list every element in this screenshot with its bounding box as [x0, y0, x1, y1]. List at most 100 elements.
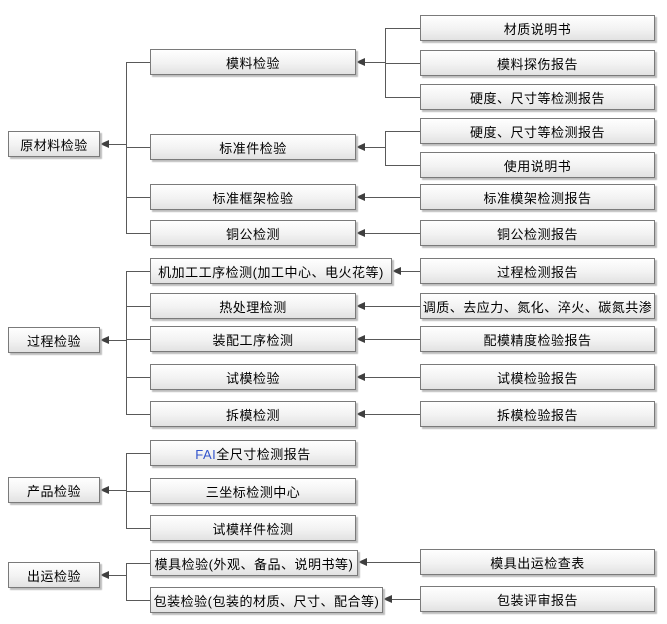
- connector-line: [126, 453, 150, 454]
- node-label: 包装评审报告: [496, 592, 578, 608]
- node-label: 铜公检测报告: [496, 226, 578, 242]
- hardness-dimension-report-2: 硬度、尺寸等检测报告: [420, 118, 655, 144]
- connector-line: [109, 144, 126, 145]
- standard-parts-inspection: 标准件检验: [150, 134, 356, 160]
- connector-line: [126, 563, 150, 564]
- arrowhead-icon: [356, 410, 365, 418]
- node-label: 原材料检验: [20, 137, 88, 153]
- mold-material-flaw-report: 模料探伤报告: [420, 50, 655, 76]
- node-label: 过程检测报告: [496, 264, 578, 280]
- node-label: 标准件检验: [219, 140, 287, 156]
- arrowhead-icon: [356, 335, 365, 343]
- standard-frame-inspection: 标准框架检验: [150, 184, 356, 210]
- packing-review-report: 包装评审报告: [420, 586, 655, 612]
- arrowhead-icon: [356, 229, 365, 237]
- node-label: 热处理检测: [219, 299, 287, 315]
- assembly-process-inspection: 装配工序检测: [150, 326, 356, 352]
- connector-line: [126, 233, 150, 234]
- packing-inspection: 包装检验(包装的材质、尺寸、配合等): [150, 587, 383, 613]
- node-label: 标准框架检验: [212, 190, 294, 206]
- node-label: 过程检验: [26, 333, 81, 349]
- arrowhead-icon: [100, 140, 109, 148]
- process-test-report: 过程检测报告: [420, 258, 655, 284]
- arrowhead-icon: [356, 302, 365, 310]
- connector-line: [401, 271, 420, 272]
- node-label: 标准模架检测报告: [483, 190, 592, 206]
- connector-line: [126, 306, 150, 307]
- arrowhead-icon: [358, 558, 367, 566]
- arrowhead-icon: [356, 373, 365, 381]
- node-label: 配模精度检验报告: [483, 332, 592, 348]
- node-label-accent: FAI: [195, 446, 217, 462]
- node-label: 试模检验: [225, 370, 280, 386]
- arrowhead-icon: [100, 336, 109, 344]
- connector-line: [385, 131, 420, 132]
- connector-line: [126, 147, 150, 148]
- hardness-dimension-report-1: 硬度、尺寸等检测报告: [420, 84, 655, 110]
- connector-line: [365, 233, 420, 234]
- node-label: 材质说明书: [503, 21, 572, 37]
- node-label: 包装检验(包装的材质、尺寸、配合等): [153, 593, 380, 609]
- connector-line: [126, 414, 150, 415]
- node-label: 使用说明书: [503, 158, 572, 174]
- node-label: 调质、去应力、氮化、淬火、碳氮共渗: [422, 299, 653, 315]
- copper-electrode-report: 铜公检测报告: [420, 220, 655, 246]
- connector-line: [367, 562, 420, 563]
- fai-full-dimension-report: FAI全尺寸检测报告: [150, 440, 356, 466]
- connector-line: [385, 28, 420, 29]
- mold-fitting-precision-report: 配模精度检验报告: [420, 326, 655, 352]
- connector-line: [385, 165, 420, 166]
- mold-material-inspection: 模料检验: [150, 49, 356, 75]
- connector-line: [365, 377, 420, 378]
- connector-line: [365, 62, 385, 63]
- node-label: 模具检验(外观、备品、说明书等): [154, 556, 354, 572]
- arrowhead-icon: [392, 267, 401, 275]
- node-label: 模料探伤报告: [496, 56, 578, 72]
- mold-disassembly-inspection: 拆模检测: [150, 401, 356, 427]
- connector-line: [365, 339, 420, 340]
- node-label: 硬度、尺寸等检测报告: [469, 124, 605, 140]
- node-label: 硬度、尺寸等检测报告: [469, 90, 605, 106]
- connector-line: [109, 575, 126, 576]
- cmm-inspection-center: 三坐标检测中心: [150, 478, 356, 504]
- node-label: 产品检验: [26, 483, 81, 499]
- connector-line: [365, 147, 385, 148]
- raw-material-inspection: 原材料检验: [8, 131, 100, 157]
- node-label: 模料检验: [225, 55, 280, 71]
- process-inspection: 过程检验: [8, 327, 100, 353]
- node-label: 试模样件检测: [212, 521, 294, 537]
- connector-line: [126, 600, 150, 601]
- arrowhead-icon: [356, 143, 365, 151]
- connector-line: [392, 599, 420, 600]
- connector-line: [385, 131, 386, 166]
- node-label: 装配工序检测: [212, 332, 294, 348]
- connector-line: [126, 491, 150, 492]
- user-manual: 使用说明书: [420, 152, 655, 178]
- node-label: 拆模检验报告: [496, 407, 578, 423]
- arrowhead-icon: [383, 595, 392, 603]
- connector-line: [126, 197, 150, 198]
- arrowhead-icon: [100, 571, 109, 579]
- material-specification-doc: 材质说明书: [420, 15, 655, 41]
- node-label: 出运检验: [26, 568, 81, 584]
- shipment-inspection: 出运检验: [8, 562, 100, 588]
- copper-electrode-inspection: 铜公检测: [150, 220, 356, 246]
- node-label: 铜公检测: [225, 226, 280, 242]
- heat-treatment-methods: 调质、去应力、氮化、淬火、碳氮共渗: [420, 293, 655, 319]
- connector-line: [365, 414, 420, 415]
- arrowhead-icon: [356, 193, 365, 201]
- connector-line: [385, 63, 420, 64]
- mold-shipment-checklist: 模具出运检查表: [420, 549, 655, 575]
- connector-line: [365, 197, 420, 198]
- arrowhead-icon: [356, 58, 365, 66]
- mold-disassembly-report: 拆模检验报告: [420, 401, 655, 427]
- mold-trial-report: 试模检验报告: [420, 364, 655, 390]
- connector-line: [109, 490, 126, 491]
- arrowhead-icon: [100, 486, 109, 494]
- connector-line: [126, 271, 127, 415]
- standard-mold-base-report: 标准模架检测报告: [420, 184, 655, 210]
- connector-line: [126, 62, 127, 234]
- connector-line: [126, 377, 150, 378]
- connector-line: [126, 453, 127, 529]
- node-label: 模具出运检查表: [490, 555, 585, 571]
